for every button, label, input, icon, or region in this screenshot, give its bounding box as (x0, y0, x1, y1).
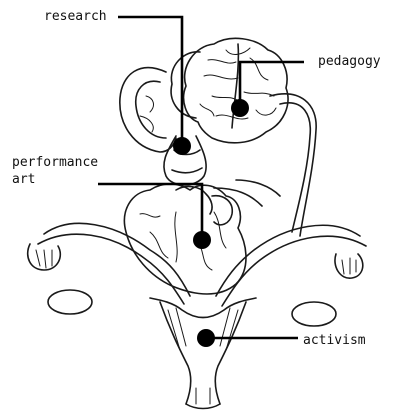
label-performance-art: performance art (12, 154, 98, 188)
brain-drawing (171, 38, 288, 142)
label-performance-line1: performance (12, 154, 98, 171)
pedagogy-node (231, 99, 249, 117)
research-node (173, 137, 191, 155)
pedagogy-leader (240, 62, 304, 108)
left-lobe-drawing (120, 68, 176, 152)
performance-art-node (193, 231, 211, 249)
reproductive-drawing (28, 223, 366, 408)
label-pedagogy: pedagogy (318, 53, 381, 70)
label-activism: activism (303, 332, 366, 349)
label-research: research (44, 8, 107, 25)
activism-node (197, 329, 215, 347)
label-performance-line2: art (12, 171, 98, 188)
